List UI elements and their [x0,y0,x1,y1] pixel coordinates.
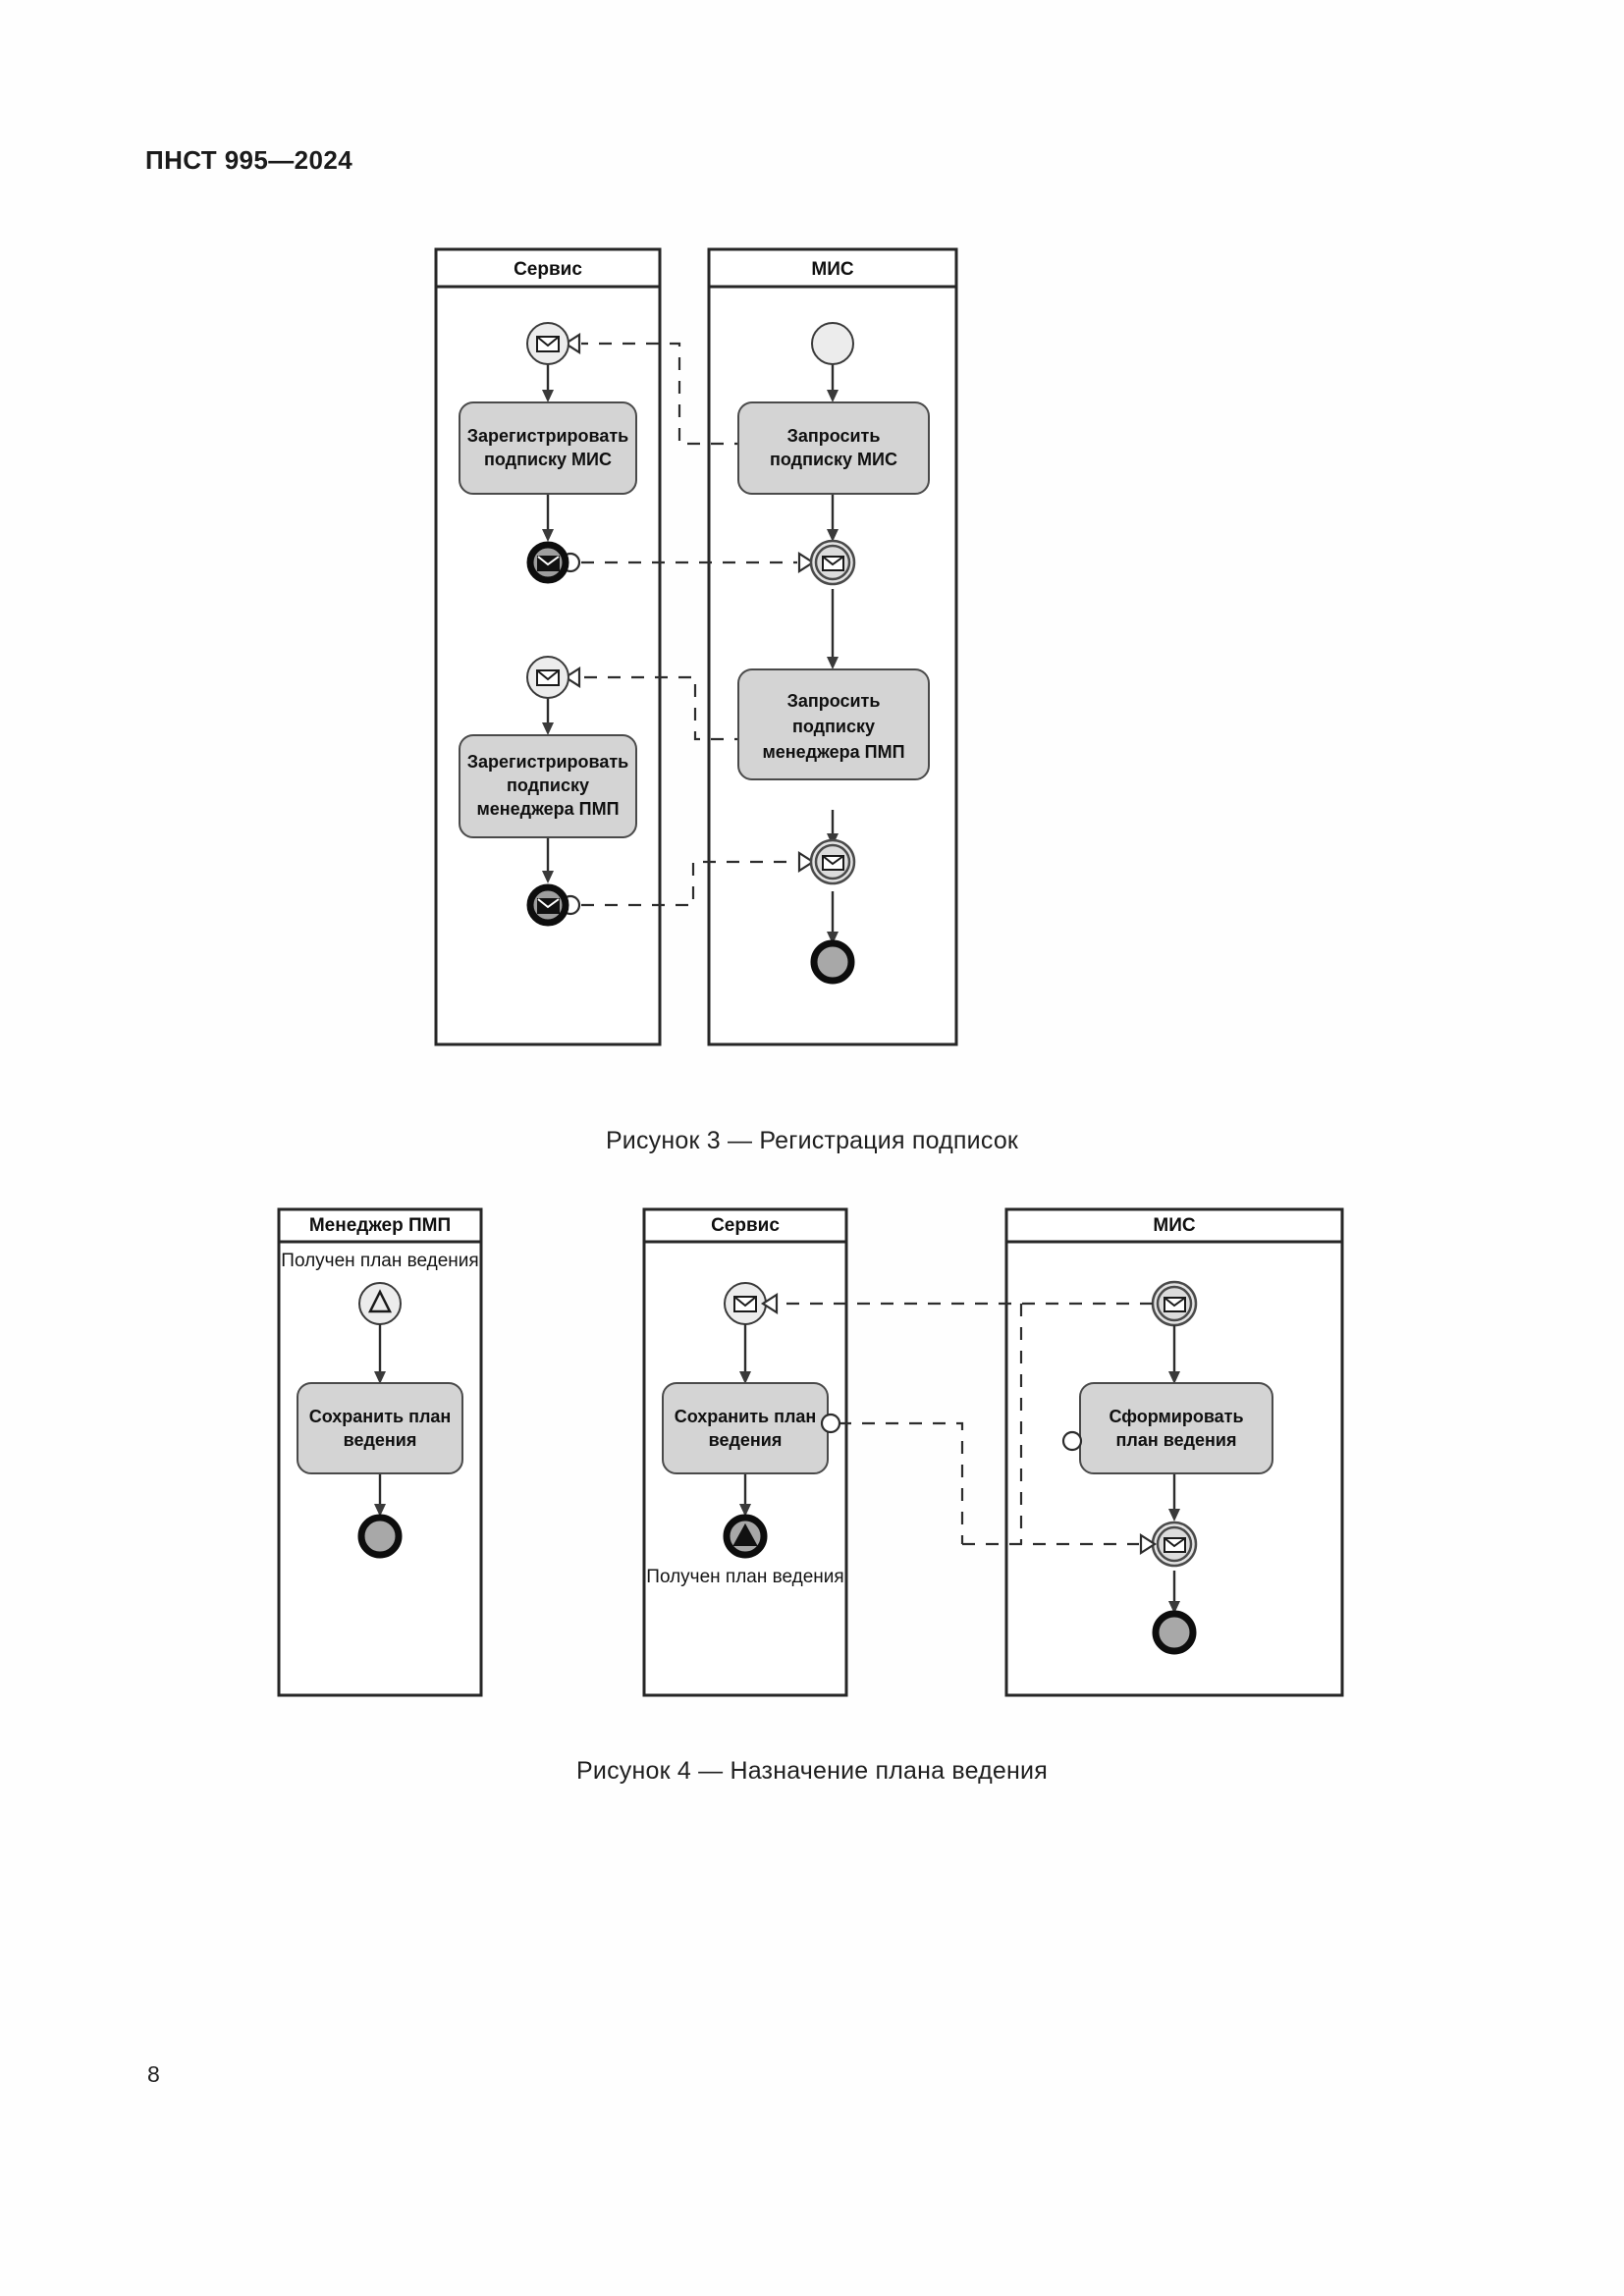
sequence-flows-mis-2 [1168,1325,1180,1614]
figure-4-caption: Рисунок 4 — Назначение плана ведения [576,1757,1048,1785]
pool-mis-header [707,247,958,289]
start-event-mis[interactable] [811,322,854,365]
task-request-manager-subscription[interactable]: Запросить подписку менеджера ПМП [737,668,930,780]
bpmn-diagram-registration: Сервис МИС [432,245,1208,1090]
sequence-flows-service-2 [739,1324,751,1517]
figure-3-caption: Рисунок 3 — Регистрация подписок [605,1127,1019,1154]
task-save-plan-service[interactable]: Сохранить план ведения [662,1382,829,1474]
signal-end-event-label: Получен план ведения [646,1567,843,1587]
task-register-manager-subscription[interactable]: Зарегистрировать подписку менеджера ПМП [459,734,637,838]
task-label-line: Сохранить план [675,1407,817,1426]
end-event-mis-2[interactable] [1152,1610,1197,1655]
message-start-event-register-mis[interactable] [526,322,569,365]
message-start-event-register-manager[interactable] [526,656,569,699]
bpmn-diagram-assignment: Менеджер ПМП Сервис МИС Получен план вед… [275,1205,1375,1706]
pool-service-2-title: Сервис [711,1215,780,1236]
task-label-line: подписку МИС [484,450,612,469]
sequence-flows-manager [374,1324,386,1517]
task-label-line: Запросить [787,426,881,446]
task-label-line: подписку [507,775,589,795]
message-start-event-service[interactable] [724,1282,767,1325]
pool-mis-2-header [1004,1207,1344,1244]
task-label-line: подписку МИС [770,450,897,469]
message-flows-2 [760,1292,1158,1556]
task-label-line: Сформировать [1109,1407,1243,1426]
signal-end-event-service[interactable] [723,1514,768,1559]
task-label-line: план ведения [1116,1430,1237,1450]
message-flow-source-marker [1061,1430,1083,1452]
task-label-line: ведения [709,1430,783,1450]
intermediate-message-event-mis-1[interactable] [1151,1280,1198,1327]
document-header-standard-number: ПНСТ 995—2024 [145,145,353,175]
task-label-line: Зарегистрировать [467,426,628,446]
signal-start-event-label: Получен план ведения [281,1251,478,1271]
task-label-line: Зарегистрировать [467,752,628,772]
task-generate-plan-mis[interactable]: Сформировать план ведения [1079,1382,1273,1474]
intermediate-message-event-mis-2[interactable] [1151,1521,1198,1568]
end-event-manager[interactable] [357,1514,403,1559]
task-label-line: менеджера ПМП [476,799,619,819]
task-label-line: подписку [792,717,875,736]
pool-service-title: Сервис [514,259,582,280]
task-label-line: Сохранить план [309,1407,452,1426]
pool-mis-title: МИС [811,259,853,280]
intermediate-message-event-1[interactable] [809,539,856,586]
task-label-line: менеджера ПМП [762,742,904,762]
task-label-line: Запросить [787,691,881,711]
pool-manager-title: Менеджер ПМП [309,1215,451,1236]
intermediate-message-event-2[interactable] [809,838,856,885]
end-event-mis[interactable] [810,939,855,985]
sequence-flows-mis [827,364,839,944]
pool-mis-2-title: МИС [1153,1215,1195,1236]
task-save-plan-manager[interactable]: Сохранить план ведения [297,1382,463,1474]
page-number: 8 [147,2061,160,2087]
signal-start-event-plan-received[interactable] [358,1282,402,1325]
task-register-mis-subscription[interactable]: Зарегистрировать подписку МИС [459,401,637,495]
message-end-event-1[interactable] [526,541,569,584]
task-label-line: ведения [344,1430,417,1450]
message-flow-source-marker [820,1413,841,1434]
pool-manager-header [277,1207,483,1244]
task-request-mis-subscription[interactable]: Запросить подписку МИС [737,401,930,495]
message-end-event-2[interactable] [526,883,569,927]
